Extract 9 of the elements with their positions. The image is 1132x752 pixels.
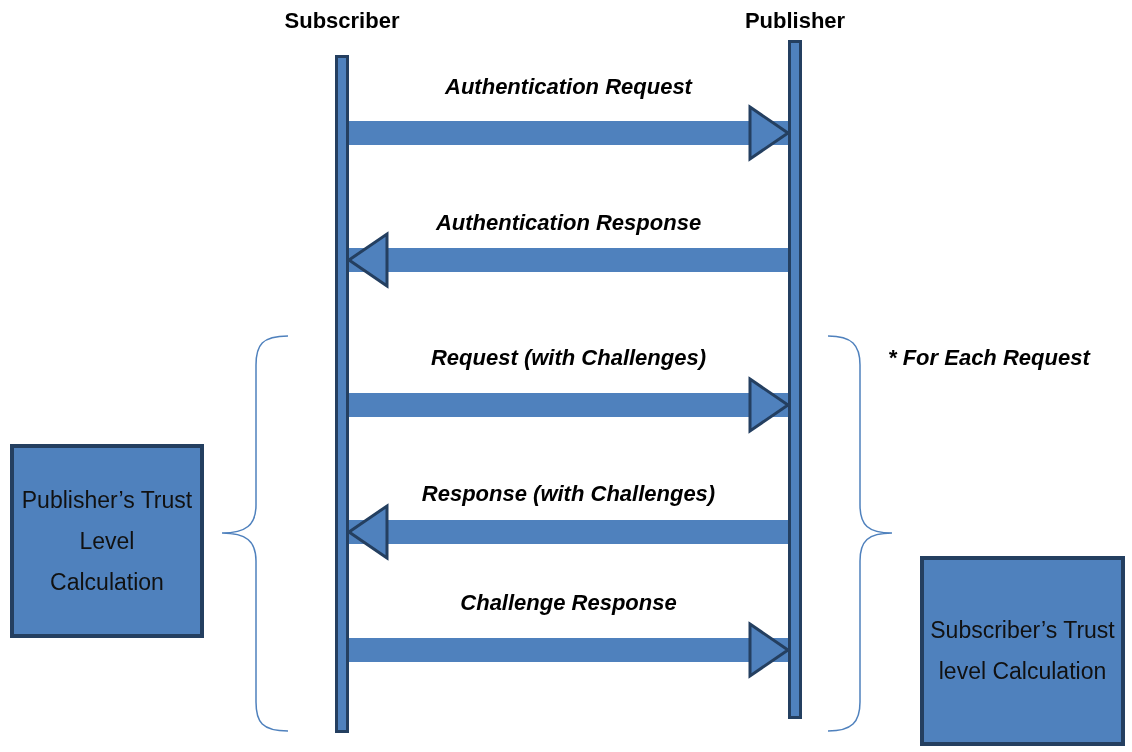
process-box: Publisher’s Trust Level Calculation [10,444,204,638]
lifeline-header: Publisher [743,8,847,34]
process-box: Subscriber’s Trust level Calculation [920,556,1125,746]
arrow [349,105,790,161]
arrow [347,232,788,288]
arrow [349,377,790,433]
arrow [347,504,788,560]
arrow [349,622,790,678]
lifeline-header: Subscriber [283,8,401,34]
